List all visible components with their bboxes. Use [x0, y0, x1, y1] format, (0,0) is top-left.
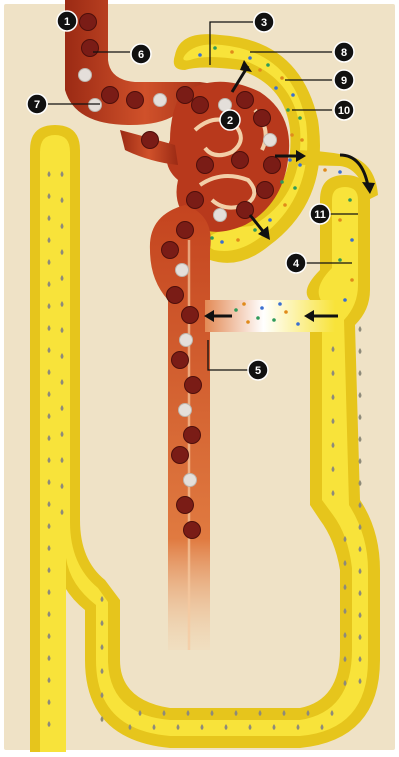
- filtrate-dot: [298, 116, 302, 120]
- red-blood-cell: [172, 352, 189, 369]
- filtrate-dot: [338, 218, 342, 222]
- red-blood-cell: [237, 92, 254, 109]
- filtrate-dot: [253, 228, 257, 232]
- white-blood-cell: [184, 474, 197, 487]
- white-blood-cell: [154, 94, 167, 107]
- white-blood-cell: [179, 404, 192, 417]
- marker-4: 4: [286, 253, 306, 273]
- red-blood-cell: [197, 157, 214, 174]
- filtrate-dot: [284, 310, 288, 314]
- filtrate-dot: [290, 133, 294, 137]
- red-blood-cell: [167, 287, 184, 304]
- filtrate-dot: [350, 278, 354, 282]
- marker-1-label: 1: [64, 16, 70, 28]
- red-blood-cell: [80, 14, 97, 31]
- filtrate-dot: [246, 320, 250, 324]
- marker-5: 5: [248, 360, 268, 380]
- red-blood-cell: [142, 132, 159, 149]
- filtrate-dot: [213, 46, 217, 50]
- marker-9: 9: [334, 70, 354, 90]
- filtrate-dot: [272, 318, 276, 322]
- white-blood-cell: [79, 69, 92, 82]
- filtrate-dot: [278, 302, 282, 306]
- red-blood-cell: [162, 242, 179, 259]
- red-blood-cell: [127, 92, 144, 109]
- marker-2-label: 2: [227, 115, 233, 127]
- white-blood-cell: [180, 334, 193, 347]
- red-blood-cell: [192, 97, 209, 114]
- red-blood-cell: [182, 307, 199, 324]
- filtrate-dot: [248, 56, 252, 60]
- filtrate-dot: [293, 186, 297, 190]
- marker-9-label: 9: [341, 75, 347, 87]
- filtrate-dot: [298, 163, 302, 167]
- filtrate-dot: [338, 258, 342, 262]
- filtrate-dot: [291, 93, 295, 97]
- red-blood-cell: [82, 40, 99, 57]
- marker-1: 1: [57, 11, 77, 31]
- white-blood-cell: [264, 134, 277, 147]
- red-blood-cell: [172, 447, 189, 464]
- filtrate-dot: [300, 138, 304, 142]
- filtrate-dot: [350, 238, 354, 242]
- red-blood-cell: [232, 152, 249, 169]
- marker-3: 3: [254, 12, 274, 32]
- red-blood-cell: [177, 497, 194, 514]
- filtrate-dot: [198, 53, 202, 57]
- red-blood-cell: [264, 157, 281, 174]
- filtrate-dot: [296, 322, 300, 326]
- marker-7: 7: [27, 94, 47, 114]
- white-blood-cell: [176, 264, 189, 277]
- marker-11-label: 11: [314, 209, 326, 221]
- marker-6: 6: [131, 44, 151, 64]
- filtrate-dot: [234, 308, 238, 312]
- filtrate-dot: [338, 170, 342, 174]
- filtrate-dot: [280, 180, 284, 184]
- filtrate-dot: [268, 218, 272, 222]
- filtrate-dot: [230, 50, 234, 54]
- filtrate-dot: [210, 236, 214, 240]
- marker-2: 2: [220, 110, 240, 130]
- filtrate-dot: [256, 316, 260, 320]
- red-blood-cell: [177, 222, 194, 239]
- marker-7-label: 7: [34, 99, 40, 111]
- red-blood-cell: [102, 87, 119, 104]
- filtrate-dot: [288, 158, 292, 162]
- red-blood-cell: [184, 522, 201, 539]
- white-blood-cell: [89, 99, 102, 112]
- red-blood-cell: [187, 192, 204, 209]
- filtrate-dot: [283, 203, 287, 207]
- filtrate-dot: [242, 302, 246, 306]
- filtrate-dot: [236, 238, 240, 242]
- filtrate-dot: [286, 108, 290, 112]
- filtrate-dot: [343, 298, 347, 302]
- filtrate-dot: [258, 68, 262, 72]
- marker-10-label: 10: [338, 105, 350, 117]
- filtrate-dot: [348, 198, 352, 202]
- marker-3-label: 3: [261, 17, 267, 29]
- marker-8: 8: [334, 42, 354, 62]
- white-blood-cell: [214, 209, 227, 222]
- red-blood-cell: [257, 182, 274, 199]
- marker-10: 10: [334, 100, 354, 120]
- filtrate-dot: [260, 306, 264, 310]
- red-blood-cell: [177, 87, 194, 104]
- red-blood-cell: [184, 427, 201, 444]
- marker-11: 11: [310, 204, 330, 224]
- filtrate-dot: [280, 76, 284, 80]
- marker-5-label: 5: [255, 365, 261, 377]
- marker-6-label: 6: [138, 49, 144, 61]
- filtrate-dot: [220, 240, 224, 244]
- red-blood-cell: [254, 110, 271, 127]
- filtrate-dot: [323, 168, 327, 172]
- filtrate-dot: [266, 63, 270, 67]
- marker-8-label: 8: [341, 47, 347, 59]
- red-blood-cell: [185, 377, 202, 394]
- marker-4-label: 4: [293, 258, 300, 270]
- filtrate-dot: [274, 86, 278, 90]
